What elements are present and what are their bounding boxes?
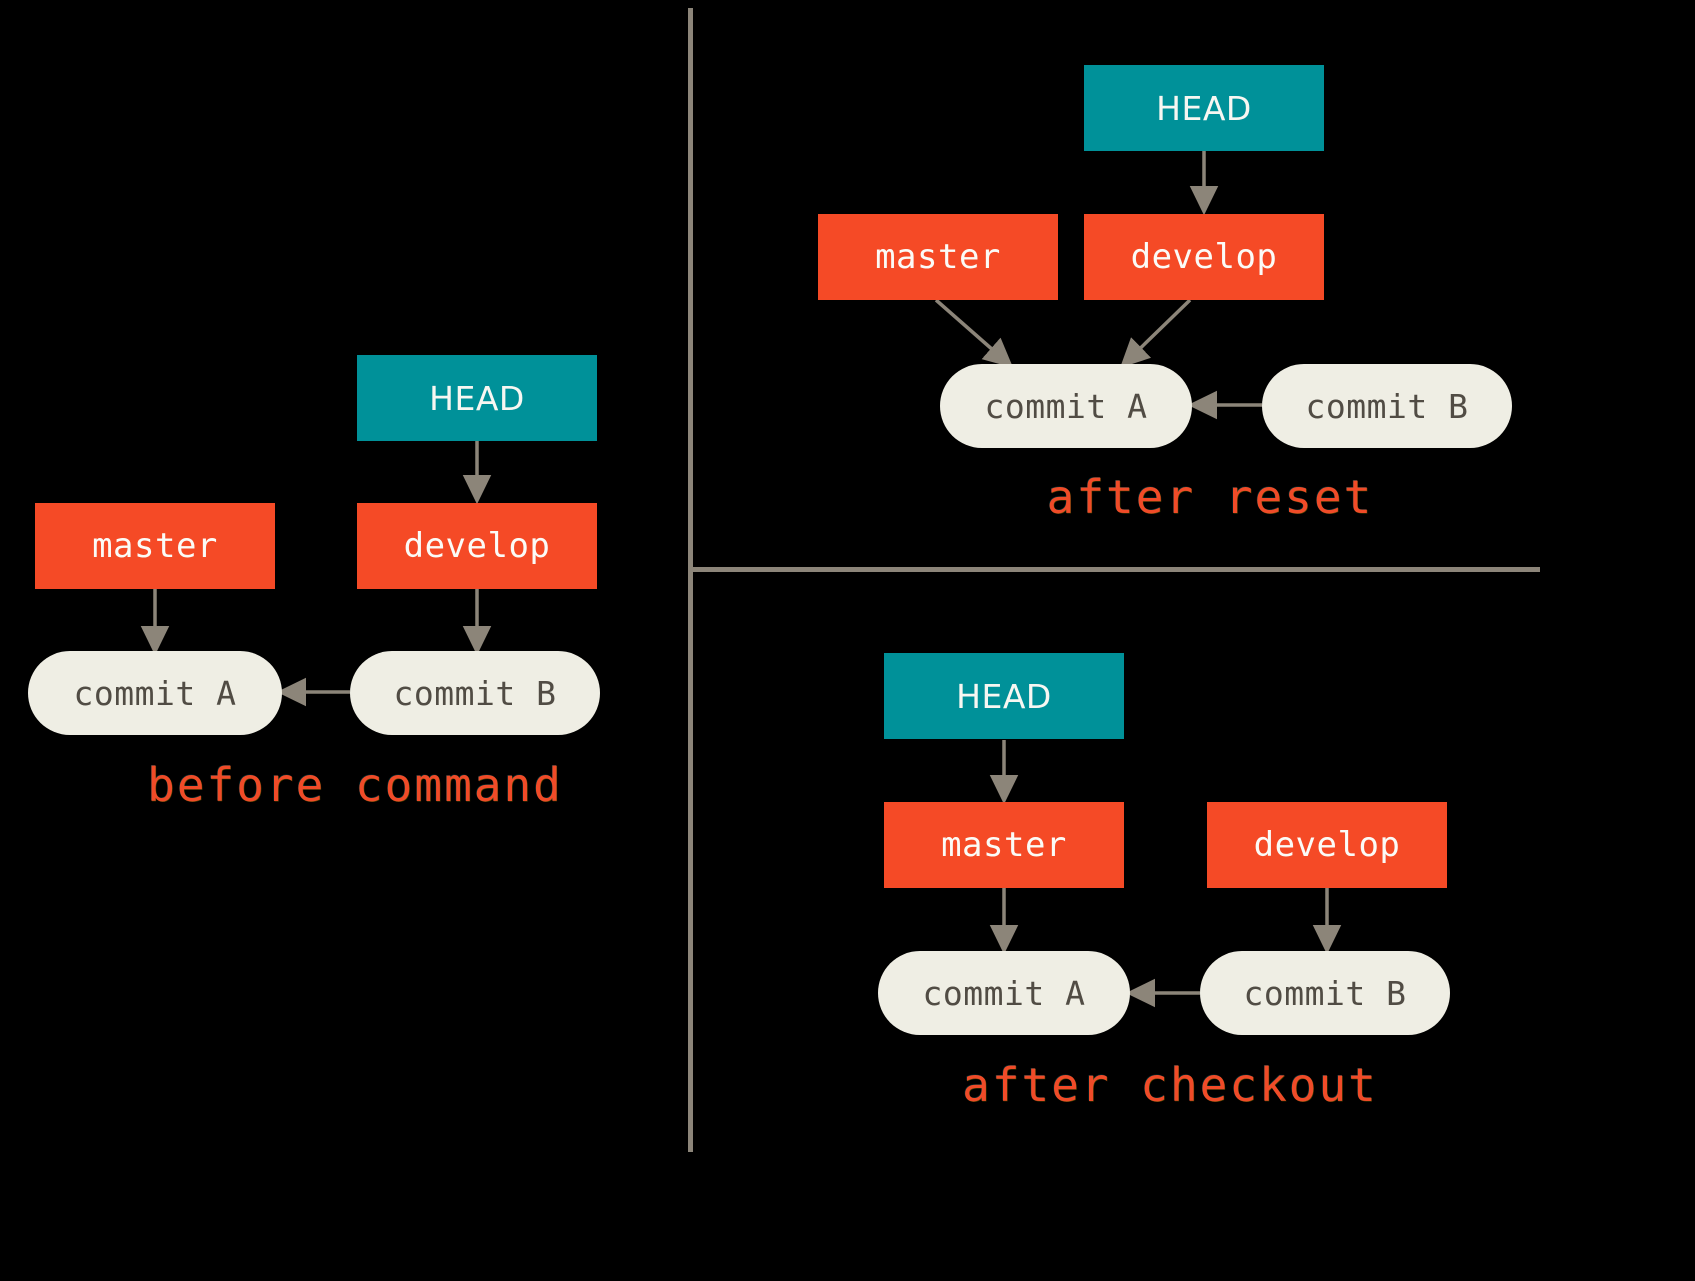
p3-master-box[interactable]: master [884,802,1124,888]
p3-commit-a-node[interactable]: commit A [878,951,1130,1035]
p1-caption: before command [147,758,563,812]
p2-develop-box[interactable]: develop [1084,214,1324,300]
p3-commit-b-node[interactable]: commit B [1200,951,1450,1035]
p3-develop-box[interactable]: develop [1207,802,1447,888]
arrow-master-to-commit-a-reset [934,298,1014,368]
p3-caption: after checkout [962,1058,1378,1112]
arrow-develop-to-commit-a-reset [1119,298,1192,368]
p2-commit-b-node[interactable]: commit B [1262,364,1512,448]
p1-master-box[interactable]: master [35,503,275,589]
vertical-divider [688,8,693,1152]
horizontal-divider [693,567,1540,572]
p2-caption: after reset [1046,470,1374,524]
p3-head-box[interactable]: HEAD [884,653,1124,739]
p2-head-box[interactable]: HEAD [1084,65,1324,151]
p2-commit-a-node[interactable]: commit A [940,364,1192,448]
p1-head-box[interactable]: HEAD [357,355,597,441]
p2-master-box[interactable]: master [818,214,1058,300]
p1-develop-box[interactable]: develop [357,503,597,589]
p1-commit-b-node[interactable]: commit B [350,651,600,735]
p1-commit-a-node[interactable]: commit A [28,651,282,735]
